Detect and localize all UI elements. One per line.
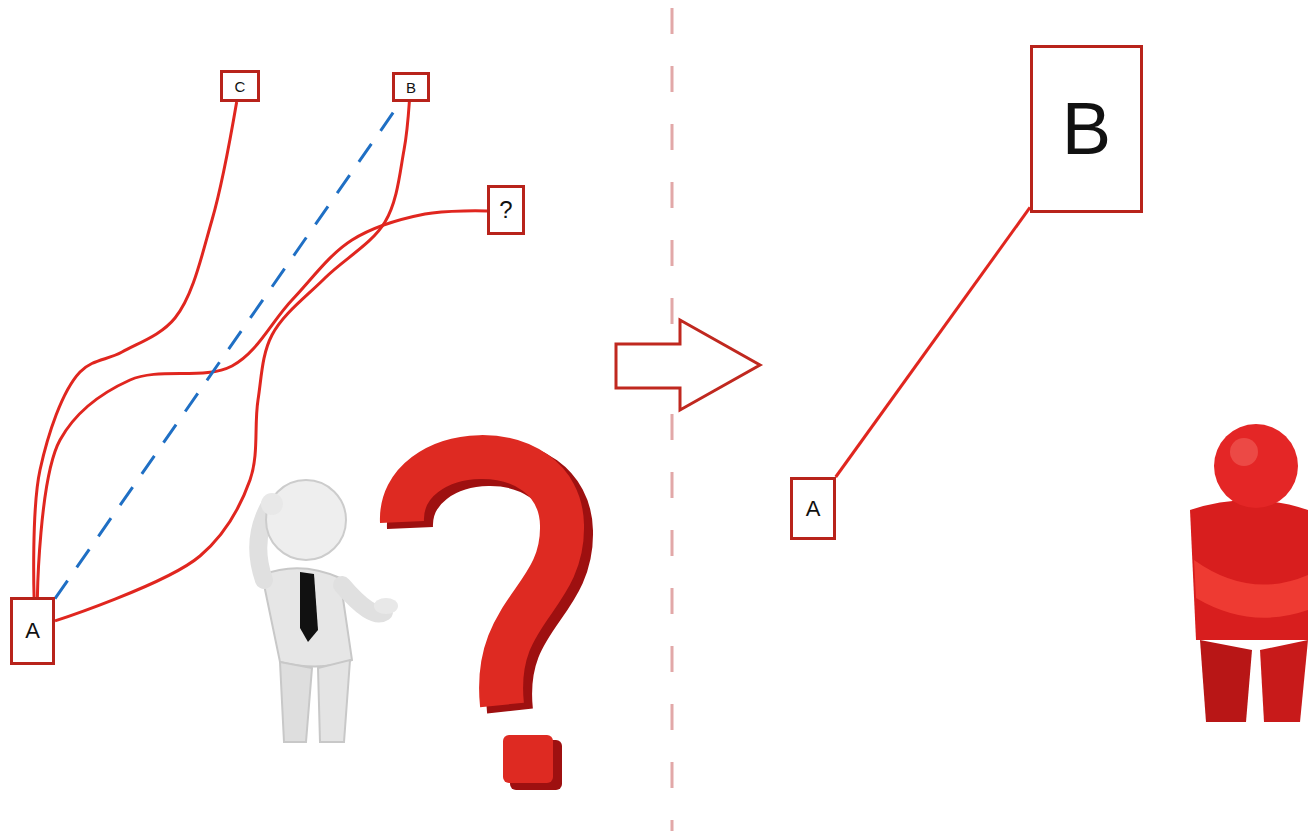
label-box: B — [392, 72, 430, 102]
box-label: ? — [499, 198, 512, 222]
route-line — [836, 207, 1030, 477]
route-line — [34, 102, 237, 597]
box-label: A — [25, 620, 40, 642]
box-label: C — [235, 79, 246, 94]
hollow-arrow — [616, 320, 760, 410]
label-box: A — [790, 477, 836, 540]
route-line — [37, 211, 487, 597]
box-label: B — [406, 80, 416, 95]
question-mark — [402, 457, 570, 790]
route-line — [55, 102, 401, 599]
label-box: B — [1030, 45, 1143, 213]
confident-person — [1190, 424, 1308, 722]
divider-line — [671, 8, 674, 831]
confused-person — [258, 480, 398, 742]
label-box: ? — [487, 185, 525, 235]
label-box: A — [10, 597, 55, 665]
label-box: C — [220, 70, 260, 102]
box-label: B — [1062, 92, 1111, 166]
route-line — [55, 102, 409, 621]
box-label: A — [806, 498, 821, 520]
